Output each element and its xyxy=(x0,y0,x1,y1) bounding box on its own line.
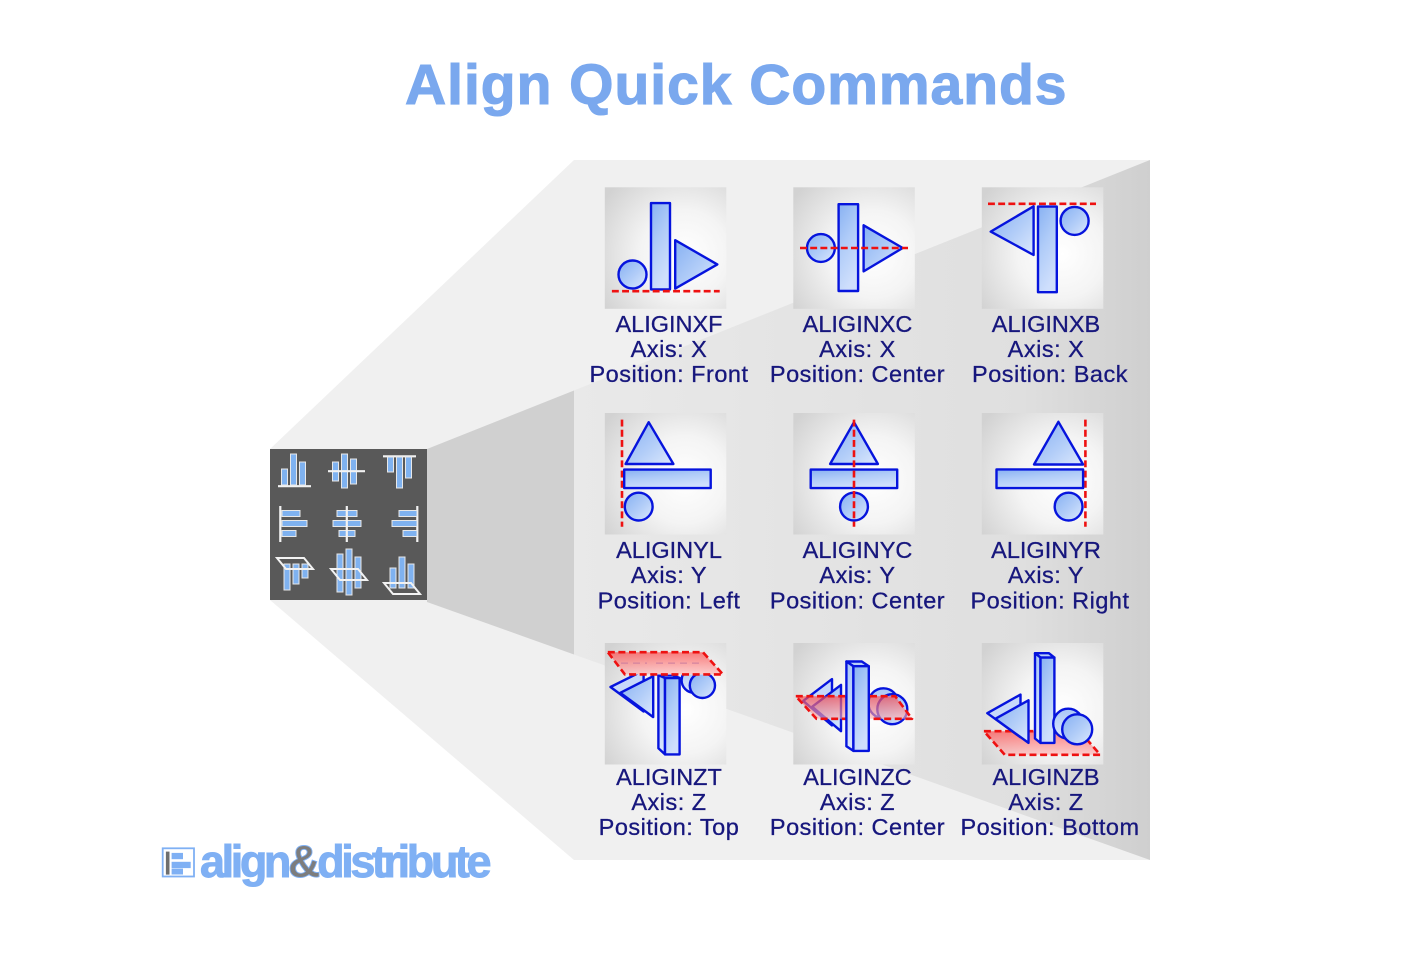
svg-text:Position: Back: Position: Back xyxy=(972,361,1128,387)
svg-text:Position: Right: Position: Right xyxy=(970,587,1129,613)
svg-text:Position: Top: Position: Top xyxy=(599,814,740,840)
svg-text:ALIGINYL: ALIGINYL xyxy=(616,537,722,563)
svg-text:Position: Center: Position: Center xyxy=(770,361,945,387)
svg-text:Position: Bottom: Position: Bottom xyxy=(960,814,1139,840)
svg-text:Axis: Y: Axis: Y xyxy=(631,562,707,588)
svg-text:Position: Left: Position: Left xyxy=(598,587,741,613)
svg-text:Align Quick Commands: Align Quick Commands xyxy=(405,53,1068,117)
svg-text:Axis: X: Axis: X xyxy=(1008,336,1085,362)
svg-text:ALIGINYR: ALIGINYR xyxy=(991,537,1101,563)
svg-text:Axis: X: Axis: X xyxy=(631,336,708,362)
svg-text:Position: Center: Position: Center xyxy=(770,814,945,840)
svg-text:ALIGINZB: ALIGINZB xyxy=(992,764,1099,790)
svg-text:Axis: Z: Axis: Z xyxy=(1008,789,1083,815)
svg-text:ALIGINXF: ALIGINXF xyxy=(615,311,722,337)
svg-text:Axis: Y: Axis: Y xyxy=(819,562,895,588)
svg-text:Axis: Y: Axis: Y xyxy=(1008,562,1084,588)
svg-text:ALIGINYC: ALIGINYC xyxy=(803,537,913,563)
svg-text:ALIGINZC: ALIGINZC xyxy=(803,764,911,790)
svg-text:ALIGINXB: ALIGINXB xyxy=(992,311,1100,337)
svg-text:ALIGINXC: ALIGINXC xyxy=(803,311,913,337)
svg-text:align&distribute: align&distribute xyxy=(200,836,491,887)
svg-text:Position: Front: Position: Front xyxy=(589,361,748,387)
svg-text:ALIGINZT: ALIGINZT xyxy=(616,764,722,790)
svg-text:Axis: Z: Axis: Z xyxy=(631,789,706,815)
svg-text:Axis: X: Axis: X xyxy=(819,336,896,362)
svg-text:Position: Center: Position: Center xyxy=(770,587,945,613)
svg-text:Axis: Z: Axis: Z xyxy=(820,789,895,815)
